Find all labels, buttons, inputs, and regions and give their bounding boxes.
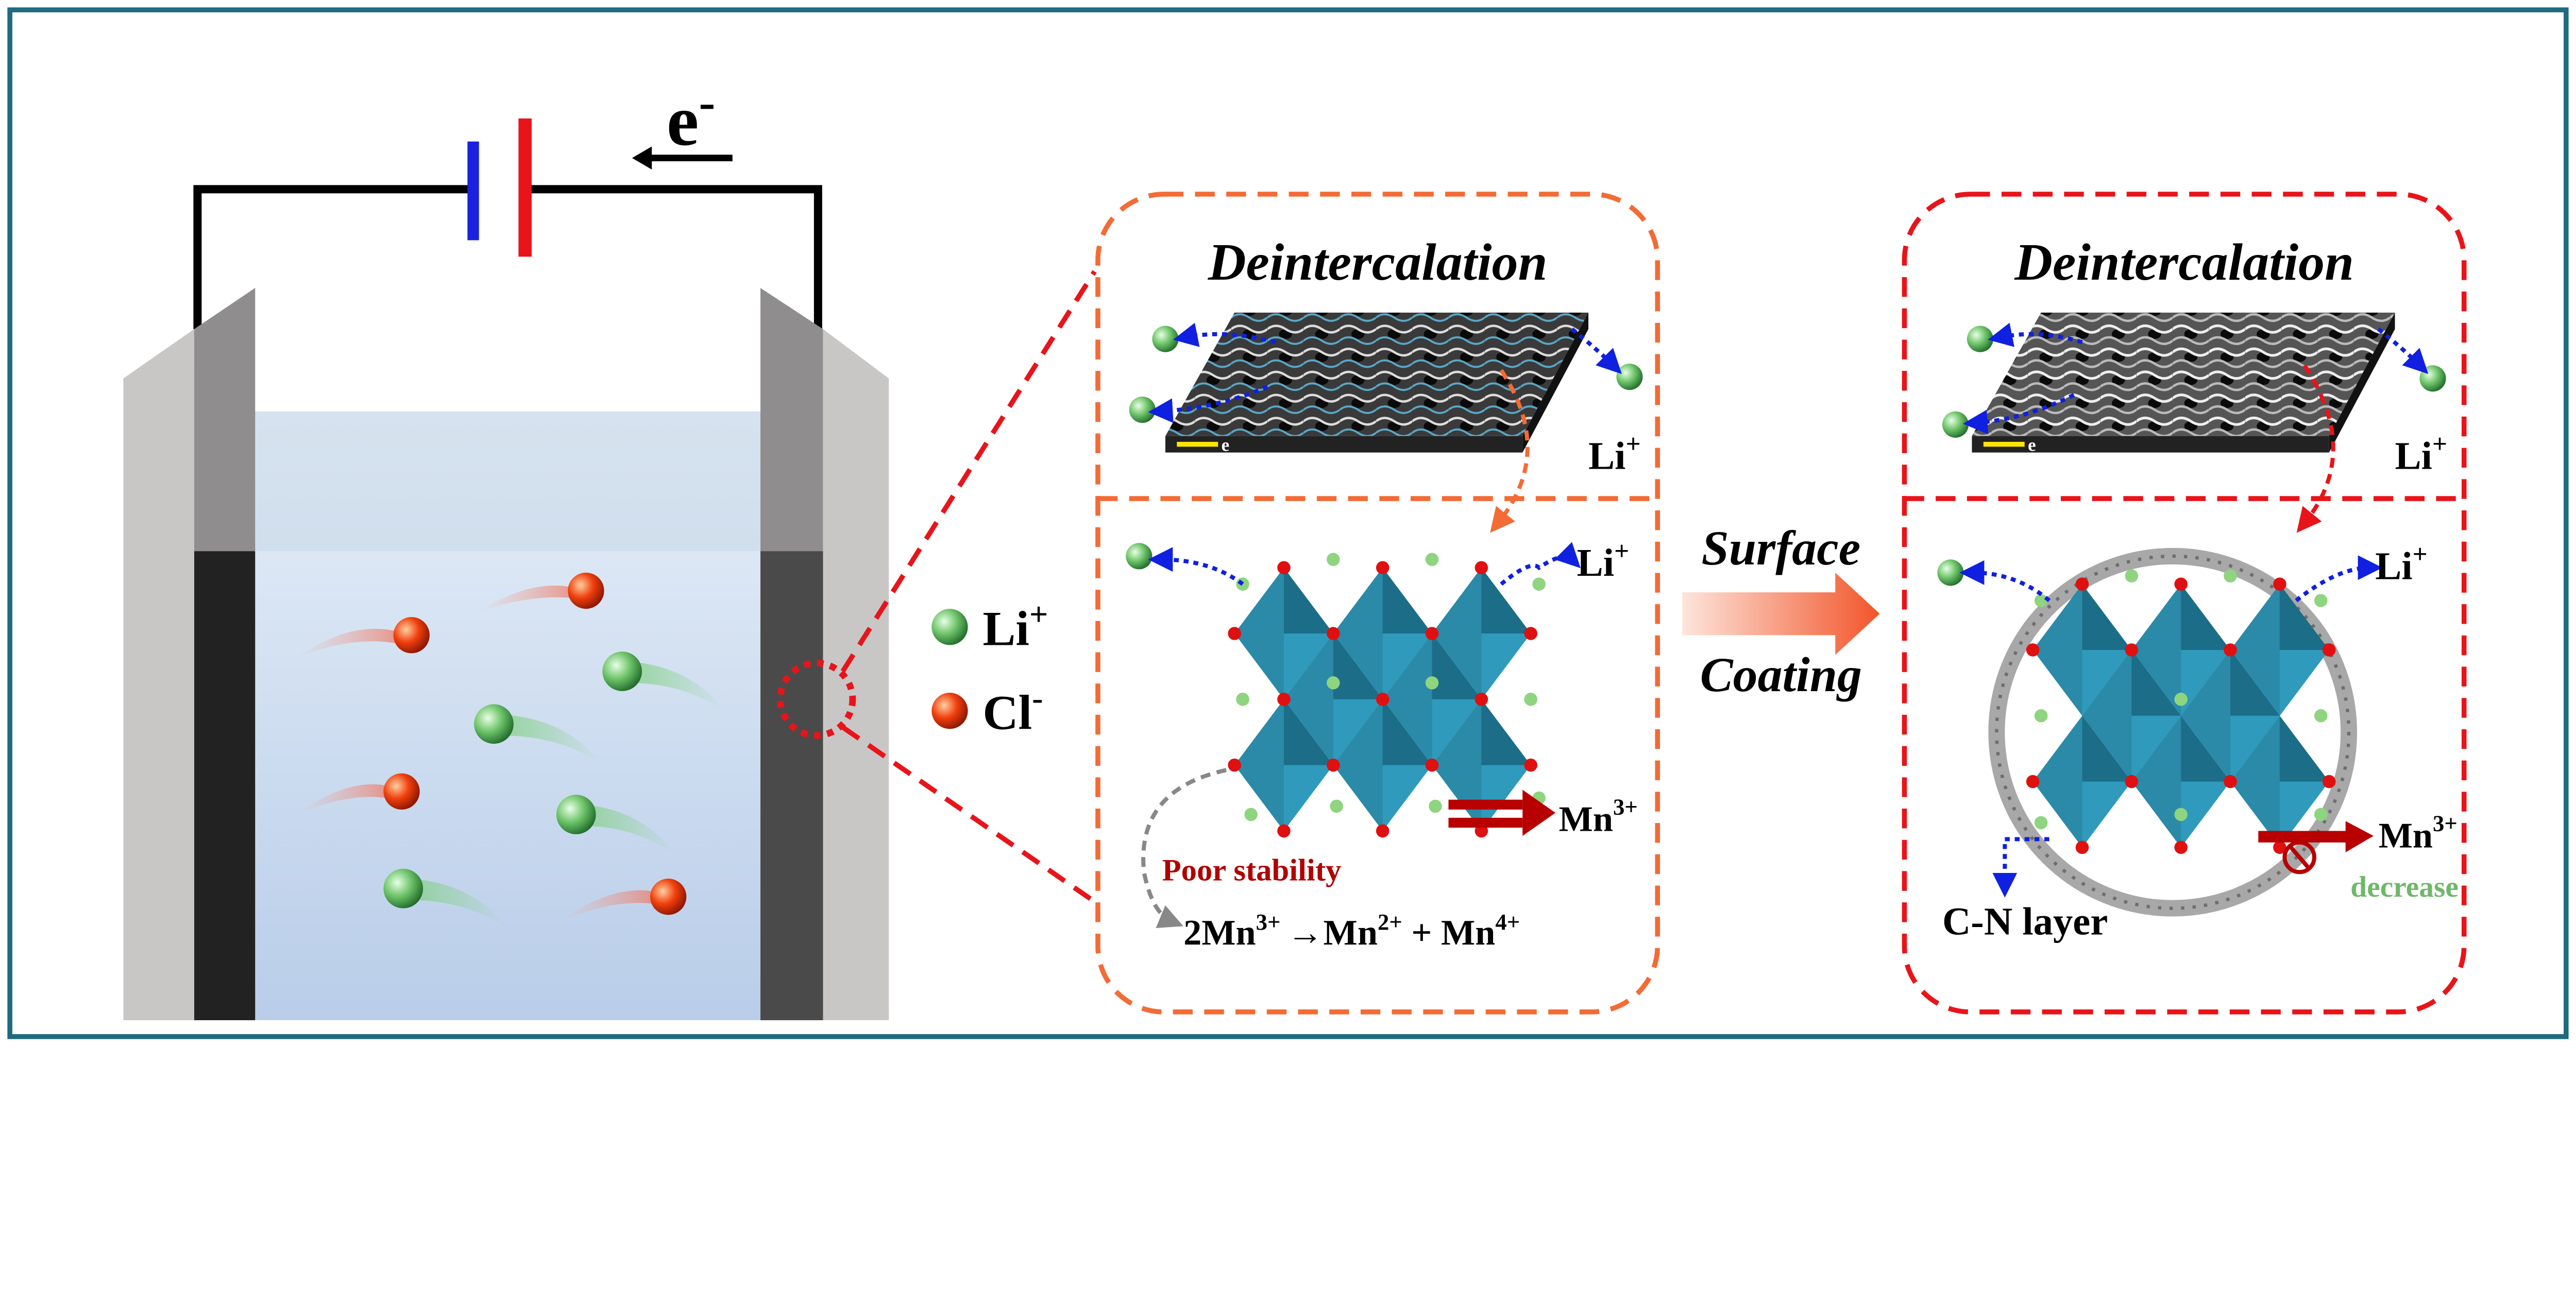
li-label: Li+ — [1588, 430, 1641, 478]
chloride-legend-marker — [931, 693, 968, 729]
process-label-line1: Surface — [1701, 521, 1860, 575]
lithium-ion — [383, 868, 507, 928]
electrode-sheet — [1165, 313, 1589, 436]
battery-circuit: e- — [193, 75, 822, 329]
li-label: Li+ — [2395, 430, 2448, 478]
uncoated-panel: Deintercalation e Li+ Li+ Mn3+ Poor stab… — [1095, 192, 1660, 1015]
legend-li: Li+ — [982, 596, 1048, 656]
prohibited-icon — [2282, 840, 2316, 875]
lithium-legend-marker — [931, 609, 968, 645]
chloride-ion — [477, 572, 604, 612]
surface-coating-arrow: Surface Coating — [1682, 521, 1880, 702]
legend-cl: Cl- — [982, 680, 1043, 740]
panel-title: Deintercalation — [2014, 233, 2354, 292]
decrease-label: decrease — [2350, 871, 2459, 903]
chloride-ion — [296, 617, 430, 658]
negative-plate — [467, 141, 479, 241]
disproportionation-reaction: 2Mn3+→Mn2+ + Mn4+ — [1183, 909, 1520, 953]
stability-label: Poor stability — [1162, 853, 1342, 887]
mn-label: Mn3+ — [2379, 810, 2458, 855]
li-label: Li+ — [2375, 540, 2428, 588]
lithium-ion — [602, 652, 724, 711]
process-label-line2: Coating — [1700, 647, 1862, 702]
coated-electrode-sheet — [1972, 313, 2395, 436]
mn-blocked-arrow — [2258, 831, 2349, 843]
chloride-ion — [296, 773, 420, 815]
diagram: e- Li+ Cl- Deintercalation — [7, 7, 2569, 1039]
chloride-ion — [560, 879, 687, 922]
spinel-crystal-structure — [2026, 569, 2336, 854]
sheet-electron-label: e — [1222, 435, 1230, 455]
lithium-ion — [474, 704, 601, 764]
positive-plate — [518, 118, 532, 257]
mn-dissolution-arrow — [1448, 790, 1556, 836]
sheet-electron-label: e — [2028, 435, 2036, 455]
electrolytic-cell — [123, 270, 1097, 1020]
cn-layer-label: C-N layer — [1942, 900, 2108, 944]
coated-panel: Deintercalation e Li+ Li+ Mn3+ — [1902, 192, 2467, 1015]
li-label: Li+ — [1577, 536, 1630, 585]
lithium-ion — [556, 795, 675, 854]
mn-label: Mn3+ — [1559, 794, 1638, 839]
electron-label: e- — [667, 75, 715, 161]
legend: Li+ Cl- — [931, 596, 1048, 740]
zoom-region-marker — [776, 660, 856, 739]
panel-title: Deintercalation — [1208, 233, 1548, 292]
